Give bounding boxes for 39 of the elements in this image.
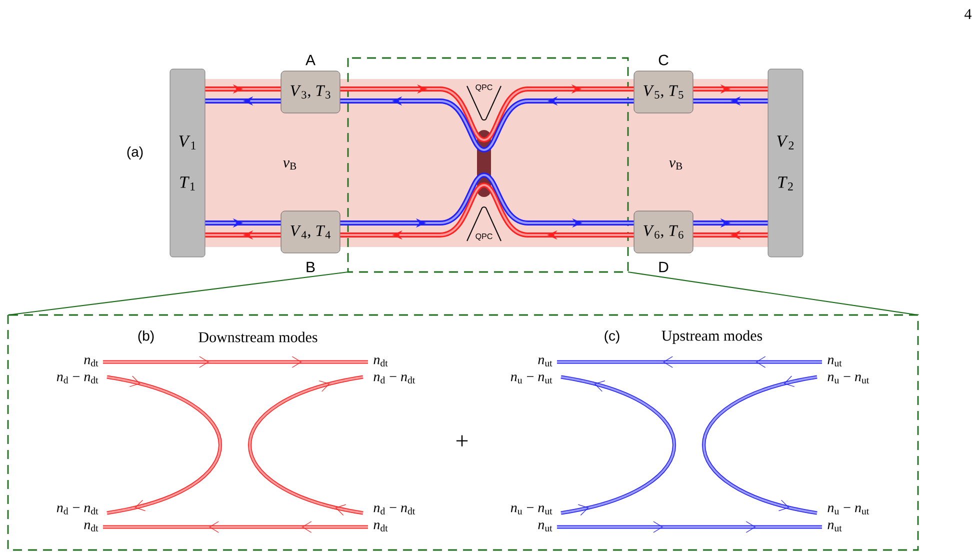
probe-letter: B — [306, 262, 315, 272]
filling-factor-label: ν$_{B}$ — [283, 160, 296, 170]
mode-label: n$_{ut}$ — [538, 522, 552, 532]
probe-letter: D — [659, 262, 668, 272]
probe-box: V$_{3}$, T$_{3}$ — [280, 70, 340, 114]
mode-label: n$_{u}$ − n$_{ut}$ — [510, 506, 552, 514]
mode-label: n$_{dt}$ — [374, 358, 388, 366]
mode-label: n$_{ut}$ — [828, 522, 842, 532]
mode-label: n$_{dt}$ — [84, 358, 98, 366]
panel-title: Upstream modes — [662, 330, 762, 344]
panel-label: (b) — [138, 330, 154, 344]
mode-label: n$_{u}$ − n$_{ut}$ — [510, 374, 552, 384]
mode-label: n$_{dt}$ — [374, 522, 388, 532]
mode-label: n$_{d}$ − n$_{dt}$ — [374, 506, 416, 514]
page-number: 4 — [964, 9, 972, 19]
mode-label: n$_{u}$ − n$_{ut}$ — [828, 374, 870, 384]
mode-label: n$_{ut}$ — [828, 358, 842, 366]
panel-label: (a) — [127, 146, 143, 160]
mode-label: n$_{d}$ − n$_{dt}$ — [56, 374, 98, 384]
gate-label: QPC — [476, 84, 492, 92]
probe-box: V$_{4}$, T$_{4}$ — [280, 210, 340, 254]
edge-channel — [340, 182, 634, 240]
mode-label: n$_{dt}$ — [84, 522, 98, 532]
mode-label: n$_{d}$ − n$_{dt}$ — [56, 506, 98, 514]
probe-letter: C — [658, 54, 668, 66]
mode-label: n$_{ut}$ — [538, 358, 552, 366]
probe-letter: A — [306, 54, 316, 66]
probe-box: V$_{6}$, T$_{6}$ — [634, 210, 694, 254]
filling-factor-label: ν$_{B}$ — [669, 160, 682, 170]
contact-pad: V$_{2}$ T$_{2}$ — [768, 68, 804, 258]
mode-label: n$_{d}$ − n$_{dt}$ — [374, 374, 416, 384]
probe-box: V$_{5}$, T$_{5}$ — [634, 70, 694, 114]
gate-label: QPC — [476, 233, 492, 241]
mode-label: n$_{u}$ − n$_{ut}$ — [828, 506, 870, 514]
contact-pad: V$_{1}$ T$_{1}$ — [170, 68, 206, 258]
panel-label: (c) — [604, 330, 620, 344]
plus-sign: + — [456, 435, 468, 446]
panel-title: Downstream modes — [198, 332, 318, 342]
edge-channel — [340, 84, 634, 142]
